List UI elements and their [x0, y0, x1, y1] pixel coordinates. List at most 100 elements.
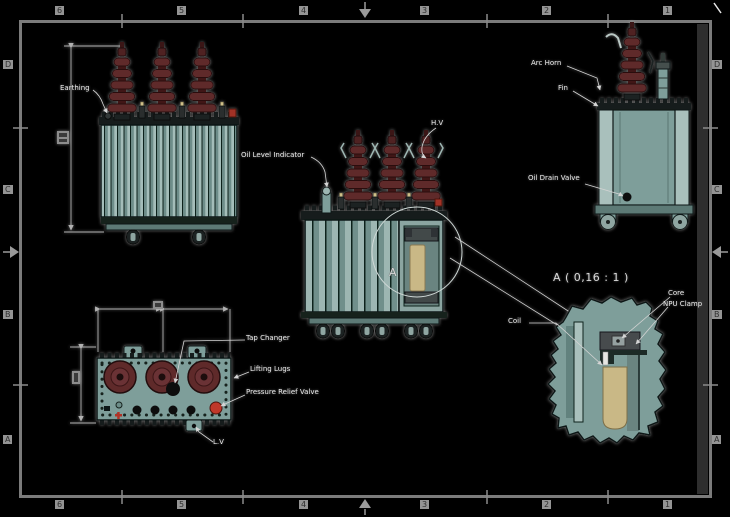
frame-row-C-right: C — [712, 185, 722, 194]
arc-horn-leader — [566, 65, 602, 91]
hv-label: H.V — [431, 119, 444, 127]
transformer-tank-section — [301, 205, 447, 339]
pressure-relief-valve-label: Pressure Relief Valve — [246, 388, 319, 396]
fin-label: Fin — [558, 84, 568, 92]
hv-bushing — [147, 41, 177, 121]
red-fitting — [434, 198, 443, 207]
hv-bushing — [617, 21, 647, 101]
core-label: Core — [668, 289, 685, 297]
frame-col-2-bottom: 2 — [542, 500, 552, 509]
frame-col-3-top: 3 — [420, 6, 430, 15]
hv-bushing — [187, 41, 217, 121]
coil-in-section — [409, 244, 426, 292]
hv-bushing — [377, 129, 407, 209]
frame-row-B-right: B — [712, 310, 722, 319]
hv-bushing — [411, 129, 441, 209]
frame-col-4-top: 4 — [299, 6, 309, 15]
frame-row-A-right: A — [712, 435, 722, 444]
frame-row-A-left: A — [3, 435, 13, 444]
earthing-label: Earthing — [60, 84, 90, 92]
lifting-lugs-leader — [233, 371, 250, 379]
frame-col-1-top: 1 — [663, 6, 673, 15]
frame-row-C-left: C — [3, 185, 13, 194]
insulation-strip — [602, 351, 609, 366]
small-fitting — [104, 406, 110, 411]
tank-wall-section — [566, 326, 574, 418]
drawing-frame — [3, 2, 728, 515]
hv-bushing — [343, 129, 373, 209]
oil-level-indicator-label: Oil Level Indicator — [241, 151, 305, 159]
fin-leader — [572, 90, 599, 107]
detail-view-A — [529, 296, 671, 444]
prv-leader — [220, 394, 246, 407]
lv-bushing-small — [218, 101, 226, 119]
lv-bushing-top — [168, 405, 178, 415]
npu-clamp-leader — [635, 306, 669, 345]
frame-row-D-right: D — [712, 60, 723, 69]
frame-col-3-bottom: 3 — [420, 500, 430, 509]
lifting-lugs-label: Lifting Lugs — [250, 365, 291, 373]
detail-view-title: A ( 0,16 : 1 ) — [553, 271, 629, 284]
frame-col-1-bottom: 1 — [663, 500, 673, 509]
earthing-leader — [92, 89, 108, 114]
tank-wall-section — [573, 321, 584, 423]
core-leader — [621, 296, 671, 339]
transformer-tank-side — [594, 98, 694, 230]
oil-level-leader — [310, 156, 329, 188]
tap-changer-leader — [173, 339, 246, 384]
lv-label: L.V — [213, 438, 224, 446]
front-elevation-view — [57, 41, 239, 245]
frame-col-6-bottom: 6 — [55, 500, 65, 509]
radiator-fin — [598, 109, 614, 206]
oil-drain-leader — [584, 183, 624, 197]
coil-leader — [529, 322, 603, 366]
lv-bushing-top — [132, 405, 142, 415]
arc-horn-rod — [647, 51, 655, 74]
roller-wheel — [126, 229, 140, 245]
oil-drain-valve-label: Oil Drain Valve — [528, 174, 580, 182]
plan-dimensions — [70, 306, 231, 424]
clamp-ledge — [600, 350, 647, 364]
hv-bushing — [107, 41, 137, 121]
lv-bushing-small — [405, 192, 413, 210]
hv-leader — [420, 127, 437, 159]
earthing-terminal — [104, 112, 112, 120]
frame-col-5-bottom: 5 — [177, 500, 187, 509]
red-cross-fitting — [115, 412, 122, 419]
npu-clamp-label: NPU Clamp — [663, 300, 703, 308]
corner-artifact-mark — [713, 2, 722, 14]
height-dimension — [64, 43, 124, 233]
detail-mark-A-label: A — [389, 266, 398, 279]
transformer-tank-front — [99, 112, 239, 245]
hv-bushing-tops — [103, 360, 221, 394]
lv-bushing-top — [186, 405, 196, 415]
lv-leader — [195, 426, 214, 443]
lv-bushing-small — [138, 101, 146, 119]
tap-changer-knob — [166, 382, 180, 396]
frame-row-B-left: B — [3, 310, 13, 319]
frame-col-2-top: 2 — [542, 6, 552, 15]
lv-bushing-small — [371, 192, 379, 210]
frame-row-D-left: D — [3, 60, 14, 69]
lv-bushing — [655, 53, 671, 100]
coil-section — [602, 366, 628, 430]
detail-leader-1 — [454, 236, 589, 325]
frame-col-6-top: 6 — [55, 6, 65, 15]
lv-bushing-small — [337, 192, 345, 210]
detail-circle-A — [371, 206, 463, 298]
core-clamp-bottom — [404, 291, 439, 304]
detail-leader-2 — [449, 257, 571, 334]
plan-view — [70, 301, 250, 443]
oil-level-indicator-gauge — [321, 186, 332, 214]
side-elevation-view — [566, 21, 694, 230]
lv-bushing-small — [178, 101, 186, 119]
roller-wheel — [192, 229, 206, 245]
radiator-fin — [674, 109, 690, 206]
tap-changer-label: Tap Changer — [246, 334, 290, 342]
arc-horn-label: Arc Horn — [531, 59, 562, 67]
small-fitting — [115, 401, 123, 409]
red-fitting — [228, 108, 237, 118]
dimension-text-illegible — [72, 301, 163, 384]
coil-label: Coil — [508, 317, 522, 325]
